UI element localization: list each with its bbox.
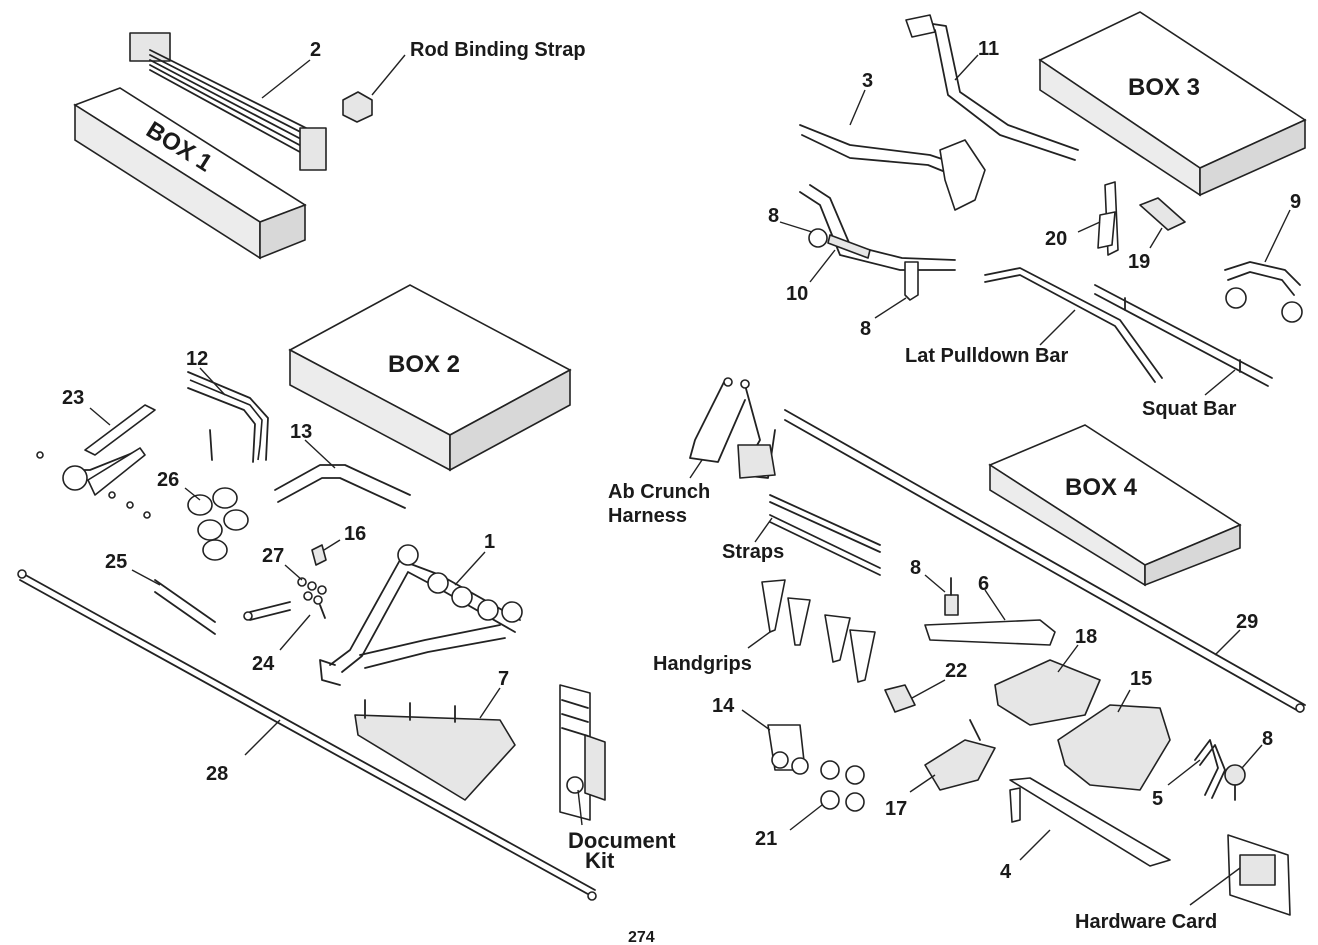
part-19: [1139, 197, 1186, 231]
part-number-22: 22: [945, 660, 967, 682]
part-number-25: 25: [105, 551, 127, 573]
box-2: BOX 2: [288, 284, 572, 472]
part-15-seat: [1057, 704, 1171, 791]
part-number-12: 12: [186, 348, 208, 370]
part-number-19: 19: [1128, 251, 1150, 273]
part-number-27: 27: [262, 545, 284, 567]
part-number-8-a: 8: [768, 205, 779, 227]
rod-binding-strap-label: Rod Binding Strap: [410, 39, 586, 61]
part-18-pad: [994, 659, 1101, 726]
squat-bar: [1094, 284, 1273, 387]
ab-crunch-label-line2: Harness: [608, 505, 687, 527]
part-number-28: 28: [206, 763, 228, 785]
part-27-hardware: [297, 577, 327, 605]
part-26-rollers: [187, 487, 249, 561]
part-13: [274, 464, 411, 509]
part-number-6: 6: [978, 573, 989, 595]
box-4-label: BOX 4: [1065, 474, 1138, 501]
part-29-rods: [784, 409, 1306, 713]
part-number-8-c: 8: [910, 557, 921, 579]
part-20: [1097, 181, 1119, 256]
straps-label: Straps: [722, 541, 784, 563]
lat-pulldown-bar-label: Lat Pulldown Bar: [905, 345, 1069, 367]
part-8-knob-d: [1224, 764, 1246, 801]
part-number-14: 14: [712, 695, 735, 717]
part-6: [924, 619, 1056, 646]
box-2-label: BOX 2: [388, 351, 460, 378]
part-number-5: 5: [1152, 788, 1163, 810]
part-12: [187, 371, 269, 463]
part-number-15: 15: [1130, 668, 1152, 690]
hardware-card-label: Hardware Card: [1075, 911, 1217, 933]
part-21: [820, 760, 865, 812]
part-17: [924, 719, 996, 791]
part-10: [799, 184, 956, 301]
part-25: [154, 579, 216, 635]
part-3: [799, 124, 986, 211]
part-number-8-d: 8: [1262, 728, 1273, 750]
part-number-29: 29: [1236, 611, 1258, 633]
part-number-10: 10: [786, 283, 808, 305]
part-number-16: 16: [344, 523, 366, 545]
part-5: [1194, 739, 1226, 799]
part-number-3: 3: [862, 70, 873, 92]
part-14: [767, 724, 809, 775]
part-number-26: 26: [157, 469, 179, 491]
part-number-4: 4: [1000, 861, 1012, 883]
rod-binding-strap: [342, 91, 373, 123]
part-number-13: 13: [290, 421, 312, 443]
lat-pulldown-bar: [984, 267, 1163, 383]
part-number-2: 2: [310, 39, 321, 61]
ab-crunch-harness: [689, 377, 776, 479]
part-22: [884, 684, 916, 713]
part-4: [1009, 777, 1171, 867]
part-1-frame: [319, 544, 523, 686]
box-3: BOX 3: [1038, 11, 1307, 197]
part-11: [905, 14, 1079, 161]
document-kit-label-line2: Kit: [585, 848, 615, 873]
straps: [769, 494, 881, 576]
ab-crunch-label-line1: Ab Crunch: [608, 481, 710, 503]
handgrips-label: Handgrips: [653, 653, 752, 675]
part-number-7: 7: [498, 668, 509, 690]
part-number-21: 21: [755, 828, 777, 850]
document-kit: [559, 684, 606, 821]
part-number-17: 17: [885, 798, 907, 820]
part-number-9: 9: [1290, 191, 1301, 213]
part-28-rod: [17, 569, 597, 901]
part-number-18: 18: [1075, 626, 1097, 648]
rod-bundle: [129, 32, 327, 171]
part-24-hardware: [243, 601, 326, 621]
part-number-24: 24: [252, 653, 275, 675]
part-number-23: 23: [62, 387, 84, 409]
part-7-footplate: [354, 699, 516, 801]
squat-bar-label: Squat Bar: [1142, 398, 1237, 420]
part-16: [311, 544, 327, 566]
part-9: [1224, 261, 1303, 323]
page-number: 274: [628, 929, 655, 945]
part-number-1: 1: [484, 531, 495, 553]
box-3-label: BOX 3: [1128, 74, 1200, 101]
part-23: [62, 404, 156, 496]
document-kit-label-line1: Document: [568, 828, 676, 853]
handgrips: [761, 579, 876, 683]
part-number-20: 20: [1045, 228, 1067, 250]
box-4: BOX 4: [988, 424, 1242, 587]
part-8-knob-c: [944, 577, 959, 616]
part-number-8-b: 8: [860, 318, 871, 340]
part-number-11: 11: [978, 38, 999, 60]
hardware-card: [1227, 834, 1291, 916]
box-1: BOX 1: [73, 87, 307, 260]
